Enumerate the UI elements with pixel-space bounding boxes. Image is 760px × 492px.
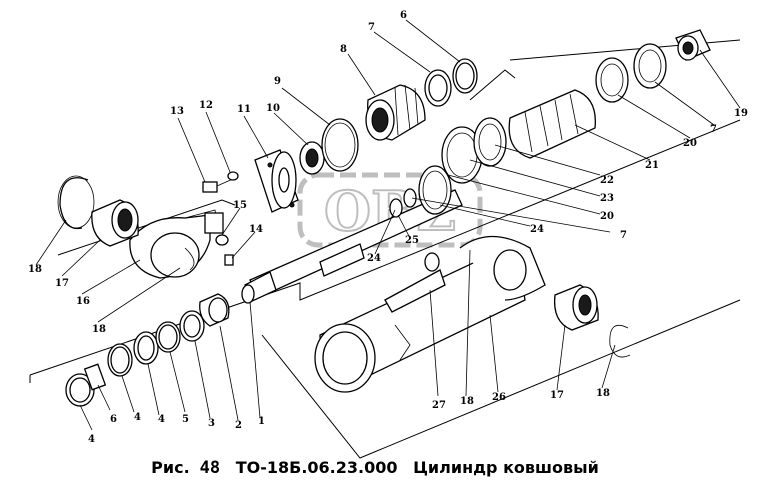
label-24: 24	[367, 253, 381, 264]
piston-stack	[441, 43, 667, 184]
label-27: 27	[432, 400, 446, 411]
rings-6-7-top	[424, 58, 478, 107]
label-14: 14	[249, 224, 263, 235]
label-21: 21	[645, 160, 659, 171]
label-18: 18	[596, 388, 610, 399]
seals-9-10	[299, 118, 359, 175]
leader-lines	[35, 19, 741, 431]
label-8: 8	[340, 44, 347, 55]
label-25: 25	[405, 235, 419, 246]
cylinder-body	[314, 235, 546, 393]
label-7: 7	[710, 124, 717, 135]
flange-plate	[254, 149, 299, 213]
label-19: 19	[734, 108, 748, 119]
label-24: 24	[530, 224, 544, 235]
label-4: 5	[182, 414, 189, 425]
label-4: 4	[88, 434, 95, 445]
label-1: 1	[258, 416, 265, 427]
label-18: 18	[92, 324, 106, 335]
label-23: 23	[600, 193, 614, 204]
label-3: 4	[158, 414, 165, 425]
bushing-left	[91, 199, 139, 247]
label-15: 15	[233, 200, 247, 211]
label-10: 10	[266, 103, 280, 114]
label-12: 12	[199, 100, 213, 111]
snap-ring-left	[57, 175, 95, 230]
bushing-right	[553, 284, 599, 331]
label-18: 18	[460, 396, 474, 407]
label-18: 18	[28, 264, 42, 275]
label-20: 20	[600, 211, 614, 222]
grease-fitting-15	[215, 234, 234, 266]
label-9: 9	[274, 76, 281, 87]
label-5: 6	[110, 414, 117, 425]
piston-rod	[241, 189, 463, 304]
drawing-code: ТО-18Б.06.23.000	[235, 458, 398, 477]
figure-prefix: Рис.	[151, 458, 190, 477]
snap-ring-right	[609, 324, 631, 358]
part-number-labels: 4 6 4 4 5 3 2 1 18 17 16 18 13 12 11 10 …	[28, 10, 748, 445]
nut-19	[675, 29, 711, 61]
label-11: 11	[237, 104, 251, 115]
label-17: 17	[550, 390, 564, 401]
label-7: 7	[368, 22, 375, 33]
label-13: 13	[170, 106, 184, 117]
gland-8	[365, 84, 426, 141]
label-26: 26	[492, 392, 506, 403]
rings-24-25	[389, 165, 452, 218]
label-6: 6	[400, 10, 407, 21]
drawing-title: Цилиндр ковшовый	[413, 458, 599, 477]
figure-caption: Рис. 48 ТО-18Б.06.23.000 Цилиндр ковшовый	[0, 458, 760, 478]
label-3: 3	[208, 418, 215, 429]
rod-eye	[129, 209, 224, 279]
label-20: 20	[683, 138, 697, 149]
label-4: 4	[134, 412, 141, 423]
label-2: 2	[235, 420, 242, 431]
figure-number: 48	[199, 458, 221, 478]
label-17: 17	[55, 278, 69, 289]
seal-rings-row	[65, 293, 230, 407]
label-7: 7	[620, 230, 627, 241]
bolt-13	[202, 171, 239, 193]
snap-ring-18b	[184, 247, 195, 271]
label-16: 16	[76, 296, 90, 307]
label-22: 22	[600, 175, 614, 186]
